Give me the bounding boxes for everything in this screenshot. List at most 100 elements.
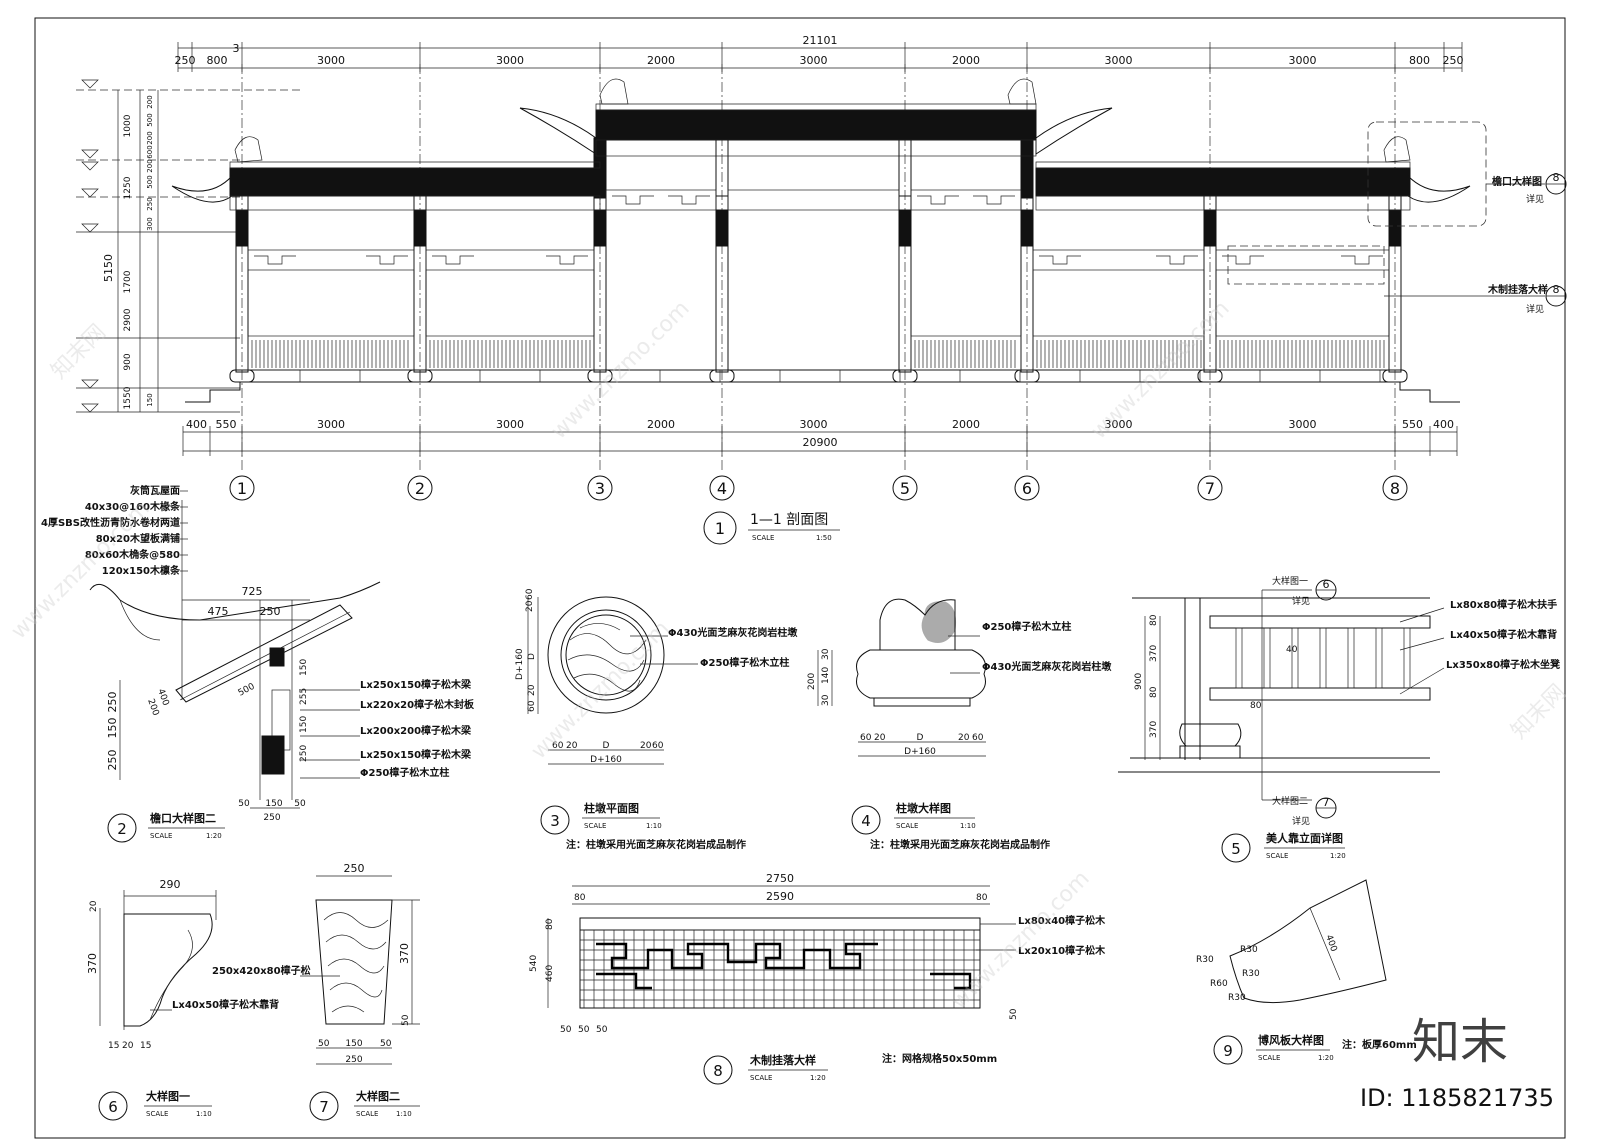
d5-num: 5: [1231, 840, 1241, 858]
left-height-1: 1250: [123, 176, 133, 199]
d2-dim-250-top: 250: [260, 605, 281, 618]
d2-dim-150a: 150: [106, 718, 119, 739]
bottom-span-7: 3000: [1105, 418, 1133, 431]
dim-overall-top: 21101: [803, 34, 838, 47]
d7-dim-top: 250: [344, 862, 365, 875]
axis-circle: [407, 475, 433, 501]
d5-scale: 1:20: [1330, 852, 1346, 860]
column-cap: [1388, 209, 1402, 247]
d6-dim-20: 20: [89, 900, 99, 912]
watermarks: www.znzmo.com www.znzmo.com www.znzmo.co…: [7, 296, 1571, 1112]
d2-dim-475: 475: [208, 605, 229, 618]
d5-title: 美人靠立面详图: [1266, 831, 1343, 845]
watermark-cn-2: 知末网: [1507, 680, 1571, 744]
d5-label-back: Lx40x50樟子松木靠背: [1450, 628, 1557, 641]
d8-note: 注：网格规格50x50mm: [882, 1052, 997, 1065]
roof-right: [1035, 136, 1471, 211]
d2-dim-200: 200: [145, 698, 160, 718]
top-span-5: 3000: [800, 54, 828, 67]
detail-4-plinth-elevation: Φ250樟子松木立柱 Φ430光面芝麻灰花岗岩柱墩 30 140 30 200 …: [807, 598, 1112, 851]
d5-dim-0: 80: [1149, 614, 1159, 626]
watermark-logo: 知末: [1412, 1014, 1508, 1070]
title-scale-label: SCALE: [752, 534, 774, 542]
axis-circle: [1197, 475, 1223, 501]
axis-label-8: 8: [1390, 479, 1400, 498]
hanging-pattern: [917, 195, 1015, 205]
d8-dim-460: 460: [545, 965, 555, 982]
column-base: [892, 369, 918, 383]
d6-dim-370: 370: [86, 953, 99, 974]
d7-dim-50b: 50: [380, 1039, 392, 1049]
d8-label-frame: Lx80x40樟子松木: [1018, 914, 1106, 927]
d2-dim-150-r: 150: [299, 659, 309, 676]
d2-member-labels: Lx250x150樟子松木梁Lx220x20樟子松木封板Lx200x200樟子松…: [300, 678, 475, 779]
title-section: 1—1 剖面图: [750, 512, 828, 528]
bottom-span-6: 2000: [952, 418, 980, 431]
left-height-5: 1550: [123, 386, 133, 409]
dim-overall-bottom: 20900: [803, 436, 838, 449]
d2-dim-250a: 250: [106, 692, 119, 713]
top-span-7: 3000: [1105, 54, 1133, 67]
d3-dim-h5: D+160: [590, 755, 622, 765]
d4-dim-h3: 20: [958, 733, 970, 743]
column-cap: [715, 209, 729, 247]
d2-dim-150-r2: 150: [299, 716, 309, 733]
d2-member-3: Lx250x150樟子松木梁: [360, 748, 472, 761]
d6-dim-15a: 15: [108, 1041, 119, 1051]
slat: [1403, 627, 1411, 689]
bottom-span-4: 2000: [647, 418, 675, 431]
d3-num: 3: [550, 812, 560, 830]
detail-5-bench: 大样图一 详见 6 大样图二 详见 7 Lx80x80樟子松木扶手 Lx40x5…: [1118, 575, 1560, 863]
d3-dim-h2: D: [603, 741, 610, 751]
d7-dim-250b: 250: [345, 1055, 362, 1065]
hanging-lattice: [1032, 249, 1205, 271]
d2-dim-250b: 250: [106, 750, 119, 771]
d2-num: 2: [117, 820, 127, 838]
left-inner-6: 250: [146, 197, 154, 210]
d3-dim-h1: 20: [566, 741, 578, 751]
d3-dim-v4: 20: [527, 684, 537, 696]
detail-8-hanging-lattice: 2750 80 2590 80 80 540 460 50 50 50 50 L…: [529, 872, 1106, 1085]
d4-dim-h5: D+160: [904, 747, 936, 757]
d4-title: 柱墩大样图: [896, 801, 951, 815]
d2-dim-50a: 50: [238, 799, 250, 809]
d5-ref-top-num: 6: [1323, 578, 1330, 591]
d5-dim-4: 370: [1149, 721, 1159, 738]
railing: [425, 335, 595, 371]
axis-label-2: 2: [415, 479, 425, 498]
d4-dim-v3: 200: [807, 673, 817, 690]
left-height-0: 1000: [123, 114, 133, 137]
axis-circle: [1014, 475, 1040, 501]
d4-label-plinth: Φ430光面芝麻灰花岗岩柱墩: [982, 660, 1112, 673]
left-height-3: 2900: [123, 308, 133, 331]
detail-7-block: 250 370 50 250x420x80樟子松 50 150 50 250 7…: [212, 862, 420, 1121]
d3-dim-v3: D: [527, 653, 537, 660]
d8-dim-2750: 2750: [766, 872, 794, 885]
bottom-span-0: 400: [186, 418, 207, 431]
axis-label-5: 5: [900, 479, 910, 498]
slat: [1235, 627, 1243, 689]
watermark-id: ID: 1185821735: [1360, 1084, 1554, 1112]
d9-dim-r30c: R30: [1242, 969, 1260, 979]
d6-label: Lx40x50樟子松木靠背: [172, 998, 279, 1011]
d2-dim-150b: 150: [265, 799, 282, 809]
upper-column: [1020, 137, 1034, 199]
title-circle-1: [703, 511, 737, 545]
bottom-span-1: 550: [216, 418, 237, 431]
d4-dim-v1: 140: [821, 667, 831, 684]
d3-title: 柱墩平面图: [584, 801, 639, 815]
d6-num: 6: [108, 1098, 118, 1116]
grid-marker-top: 3: [233, 42, 240, 55]
d9-dim-r30b: R30: [1240, 945, 1258, 955]
axis-label-4: 4: [717, 479, 727, 498]
d2-dim-255: 255: [299, 688, 309, 705]
bottom-span-5: 3000: [800, 418, 828, 431]
top-span-1: 800: [207, 54, 228, 67]
column-base: [1382, 369, 1408, 383]
slat: [1263, 627, 1271, 689]
top-span-10: 250: [1443, 54, 1464, 67]
d2-layer-5: 120x150木檩条: [102, 564, 181, 577]
